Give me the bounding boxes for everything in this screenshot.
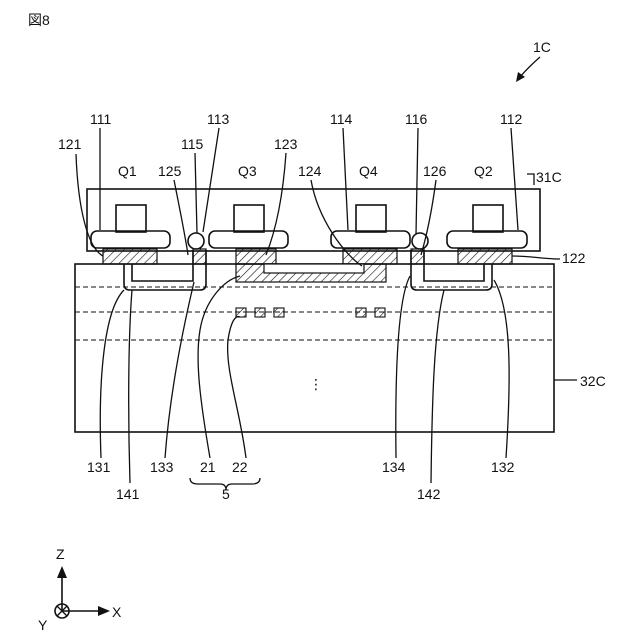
ref-122: 122 [562, 250, 586, 266]
transistor-q4 [331, 205, 410, 264]
device-label: 1C [533, 39, 551, 55]
ref-126: 126 [423, 163, 447, 179]
ref-123: 123 [274, 136, 298, 152]
device-label-arrow [516, 57, 540, 82]
axis-z-label: Z [56, 546, 65, 562]
ref-111: 111 [90, 111, 111, 127]
ref-113: 113 [207, 111, 230, 127]
axes-indicator [55, 566, 110, 618]
z-axis-arrowhead [57, 566, 67, 578]
solder-ball-115 [188, 233, 204, 249]
ref-132: 132 [491, 459, 515, 475]
ref-142: 142 [417, 486, 441, 502]
ref-116: 116 [405, 111, 428, 127]
transistor-q3 [209, 205, 288, 264]
q1-label: Q1 [118, 163, 137, 179]
leader-lines-bottom [100, 276, 509, 483]
ref-141: 141 [116, 486, 140, 502]
ellipsis-mark: ⋮ [309, 376, 323, 392]
ref-125: 125 [158, 163, 182, 179]
ref-114: 114 [330, 111, 353, 127]
upper-substrate-31c [87, 189, 540, 251]
buried-conductor [236, 264, 386, 282]
axis-y-label: Y [38, 617, 48, 633]
ref-124: 124 [298, 163, 322, 179]
axis-x-label: X [112, 604, 122, 620]
upper-substrate-label: 31C [536, 169, 562, 185]
transistor-q1 [91, 205, 170, 264]
ref-21: 21 [200, 459, 216, 475]
ref-133: 133 [150, 459, 174, 475]
q4-label: Q4 [359, 163, 378, 179]
ref-22: 22 [232, 459, 248, 475]
x-axis-arrowhead [98, 606, 110, 616]
q2-label: Q2 [474, 163, 493, 179]
lower-substrate-label: 32C [580, 373, 606, 389]
ref-131: 131 [87, 459, 111, 475]
q3-label: Q3 [238, 163, 257, 179]
ref-121: 121 [58, 136, 82, 152]
figure-number: 図8 [28, 12, 50, 28]
transistor-q2 [447, 205, 527, 264]
ref-134: 134 [382, 459, 406, 475]
ref-112: 112 [500, 111, 523, 127]
ref-115: 115 [181, 136, 204, 152]
